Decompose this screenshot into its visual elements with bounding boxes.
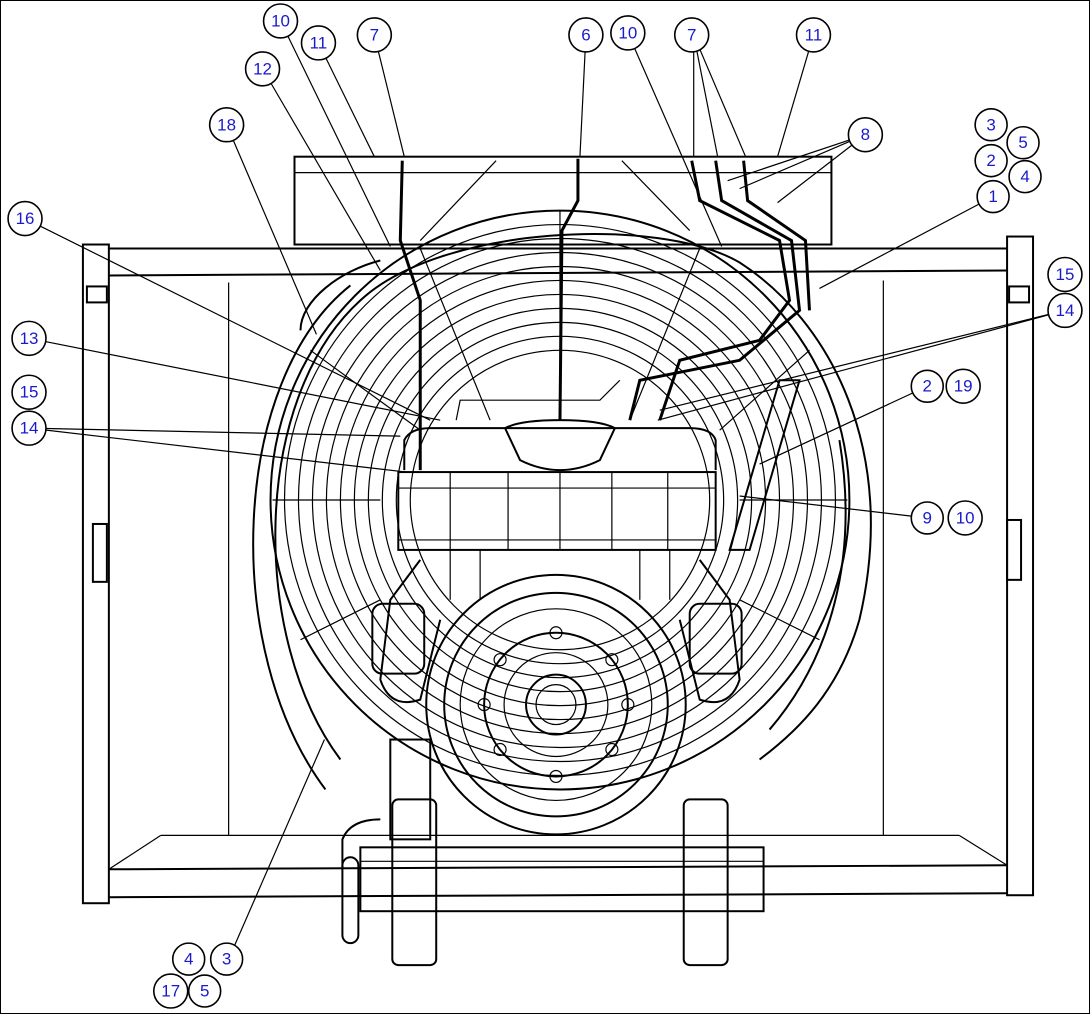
callout-label: 2	[986, 151, 995, 170]
enclosure-frame	[81, 155, 1035, 905]
callout-1: 1	[976, 179, 1010, 214]
callouts: 10 11 7 6 10 7 11 12	[7, 3, 1083, 1009]
engine-base	[341, 738, 765, 967]
callout-label: 13	[20, 329, 39, 348]
callout-label: 8	[861, 125, 870, 144]
callout-3-top-right: 3	[974, 107, 1008, 142]
callout-11-left-top: 11	[300, 25, 337, 61]
callout-label: 10	[271, 11, 290, 30]
callout-11-right-top: 11	[795, 17, 832, 53]
callout-label: 14	[1056, 301, 1075, 320]
callout-label: 3	[222, 950, 231, 969]
callout-label: 10	[956, 508, 975, 527]
callout-15-right: 15	[1047, 256, 1083, 293]
callout-5-top-right: 5	[1006, 125, 1040, 160]
callout-2-top-right: 2	[974, 143, 1008, 178]
callout-4-top-right: 4	[1008, 159, 1042, 194]
callout-label: 11	[805, 25, 823, 44]
fan-shroud	[252, 209, 872, 791]
callout-7-right: 7	[673, 17, 710, 53]
callout-17: 17	[152, 973, 189, 1009]
callout-label: 1	[988, 187, 997, 206]
callout-6: 6	[568, 17, 604, 53]
callout-label: 16	[16, 209, 35, 228]
callout-label: 7	[687, 25, 696, 44]
callout-label: 2	[923, 377, 932, 396]
leader-lines	[24, 20, 1066, 960]
callout-18: 18	[208, 106, 245, 143]
callout-14-left: 14	[11, 410, 47, 446]
flywheel-housing	[425, 573, 687, 836]
callout-label: 7	[370, 25, 379, 44]
callout-3-bottom-left: 3	[209, 942, 244, 976]
callout-label: 15	[20, 383, 39, 402]
callout-9: 9	[910, 501, 945, 535]
callout-label: 9	[923, 508, 932, 527]
callout-16: 16	[7, 200, 43, 237]
callout-label: 4	[184, 950, 193, 969]
callout-label: 12	[253, 59, 272, 78]
callout-label: 4	[1020, 167, 1029, 186]
engine-block	[371, 419, 743, 704]
coolant-lines	[299, 158, 811, 551]
callout-label: 14	[20, 419, 39, 438]
callout-10-right-top: 10	[610, 15, 646, 51]
callout-10-mid-right: 10	[947, 500, 983, 536]
callout-label: 19	[954, 377, 973, 396]
callout-2-mid-right: 2	[910, 369, 945, 404]
callout-19: 19	[945, 368, 981, 405]
callout-13: 13	[11, 320, 47, 357]
callout-label: 3	[986, 115, 995, 134]
callout-12: 12	[244, 51, 281, 87]
callout-4-bottom-left: 4	[171, 942, 206, 976]
callout-8: 8	[847, 116, 884, 153]
callout-label: 6	[581, 25, 590, 44]
callout-10-left-top: 10	[262, 3, 299, 39]
callout-label: 17	[161, 982, 180, 1001]
callout-label: 11	[310, 33, 328, 52]
callout-label: 10	[618, 23, 637, 42]
callout-label: 5	[200, 982, 209, 1001]
callout-7-left: 7	[356, 17, 393, 53]
callout-15-left: 15	[11, 374, 47, 410]
callout-label: 5	[1018, 133, 1027, 152]
callout-5-bottom-left: 5	[187, 974, 222, 1008]
callout-label: 18	[217, 115, 236, 134]
callout-label: 15	[1056, 265, 1075, 284]
callout-14-right: 14	[1047, 292, 1083, 329]
